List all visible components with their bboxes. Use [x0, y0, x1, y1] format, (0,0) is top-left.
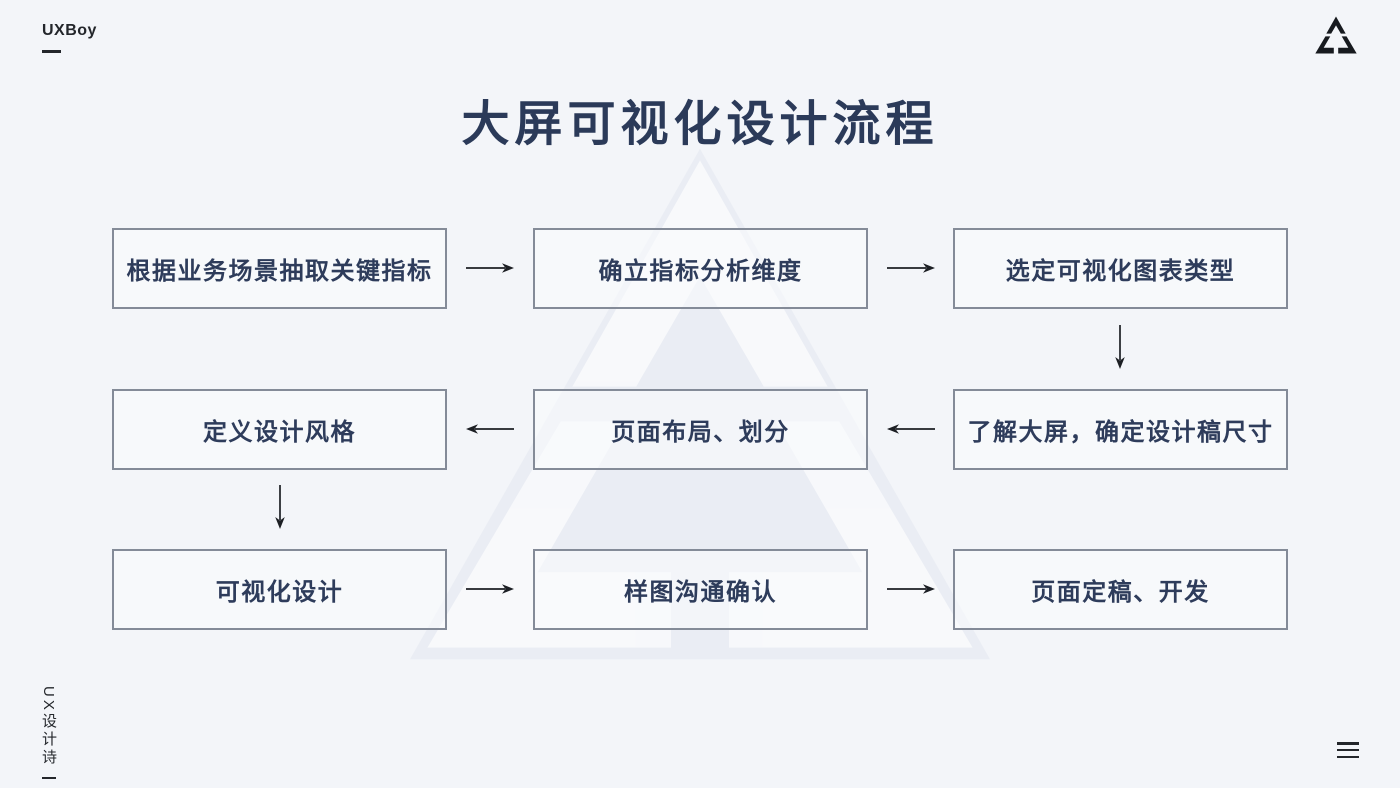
hamburger-bar — [1337, 748, 1359, 752]
flow-step-box: 页面定稿、开发 — [953, 549, 1288, 630]
arrow-right-icon — [887, 263, 935, 273]
flow-step-box: 根据业务场景抽取关键指标 — [112, 228, 447, 309]
flow-step-box: 了解大屏，确定设计稿尺寸 — [953, 389, 1288, 470]
brand-underline — [42, 50, 61, 53]
side-brand-dash — [41, 776, 56, 780]
flow-step-box: 选定可视化图表类型 — [953, 228, 1288, 309]
arrow-left-icon — [887, 424, 935, 434]
brand-wordmark: UXBoy — [42, 22, 97, 53]
flow-step-box: 样图沟通确认 — [533, 549, 868, 630]
arrow-right-icon — [466, 584, 514, 594]
side-brand: UX设计诗 — [38, 686, 59, 780]
brand-name: UXBoy — [42, 22, 97, 39]
flow-step-box: 确立指标分析维度 — [533, 228, 868, 309]
page-title: 大屏可视化设计流程 — [461, 98, 939, 151]
arrow-down-icon — [275, 485, 285, 529]
arrow-left-icon — [466, 424, 514, 434]
arrow-right-icon — [887, 584, 935, 594]
hamburger-menu-icon[interactable] — [1337, 742, 1359, 759]
side-brand-text: UX设计诗 — [40, 686, 57, 767]
flow-step-box: 可视化设计 — [112, 549, 447, 630]
arrow-right-icon — [466, 263, 514, 273]
hamburger-bar — [1337, 742, 1359, 745]
triangle-logo-icon — [1315, 16, 1357, 54]
flow-step-box: 定义设计风格 — [112, 389, 447, 470]
arrow-down-icon — [1115, 325, 1125, 369]
hamburger-bar — [1337, 755, 1359, 759]
flow-step-box: 页面布局、划分 — [533, 389, 868, 470]
